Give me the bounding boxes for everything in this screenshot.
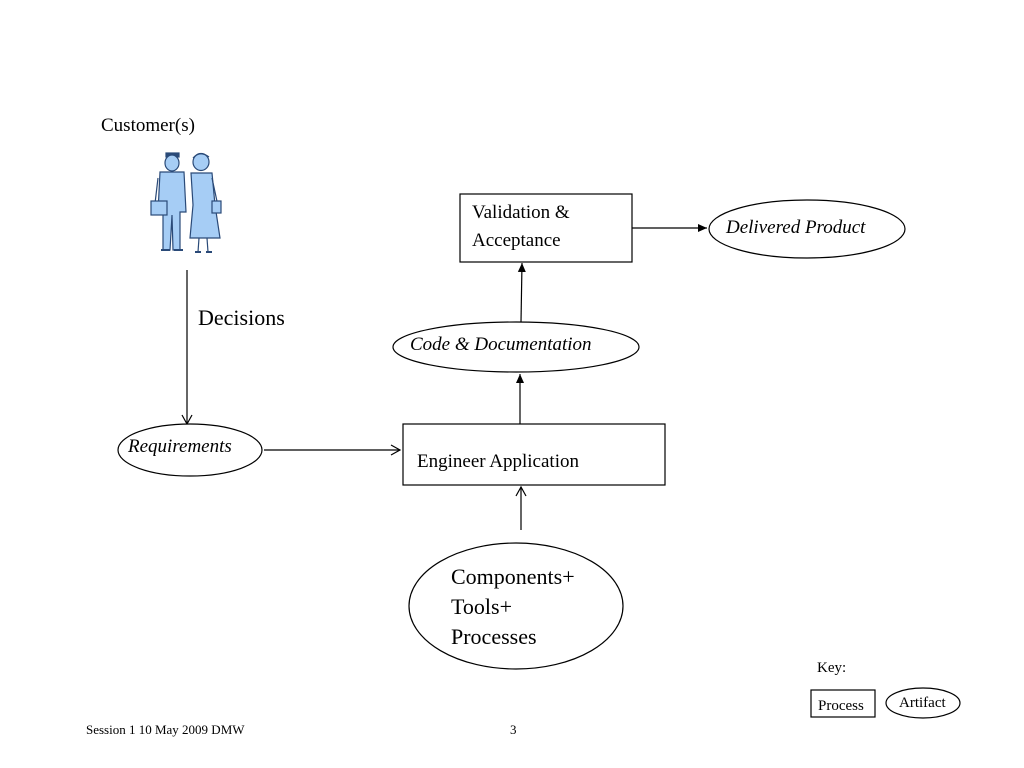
engineer-application-box bbox=[402, 423, 666, 486]
woman-figure-icon bbox=[189, 152, 222, 253]
requirements-ellipse bbox=[117, 423, 263, 477]
validation-label-line2: Acceptance bbox=[472, 230, 561, 251]
key-process-box bbox=[810, 689, 876, 718]
validation-acceptance-box bbox=[459, 193, 633, 263]
resources-ellipse bbox=[408, 542, 624, 670]
resources-label-line1: Components+ bbox=[451, 564, 575, 589]
key-process-label: Process bbox=[818, 698, 864, 714]
engineer-application-label: Engineer Application bbox=[417, 451, 579, 472]
resources-label-line2: Tools+ bbox=[451, 594, 512, 619]
code-to-validation-arrow bbox=[517, 262, 526, 323]
delivered-product-ellipse bbox=[708, 199, 906, 259]
code-documentation-label: Code & Documentation bbox=[410, 334, 592, 355]
customer-people-icon bbox=[150, 152, 222, 253]
delivered-product-label: Delivered Product bbox=[726, 217, 866, 238]
key-artifact-ellipse bbox=[885, 687, 961, 719]
validation-label-line1: Validation & bbox=[472, 202, 570, 223]
key-title: Key: bbox=[817, 660, 847, 676]
man-figure-icon bbox=[150, 152, 187, 251]
customers-label: Customer(s) bbox=[101, 115, 195, 136]
decisions-label: Decisions bbox=[198, 305, 285, 330]
footer-text: Session 1 10 May 2009 DMW bbox=[86, 722, 245, 737]
resources-label-line3: Processes bbox=[451, 624, 537, 649]
page-number: 3 bbox=[510, 722, 517, 737]
key-artifact-label: Artifact bbox=[899, 695, 946, 711]
requirements-label: Requirements bbox=[128, 436, 232, 457]
code-documentation-ellipse bbox=[392, 321, 640, 373]
